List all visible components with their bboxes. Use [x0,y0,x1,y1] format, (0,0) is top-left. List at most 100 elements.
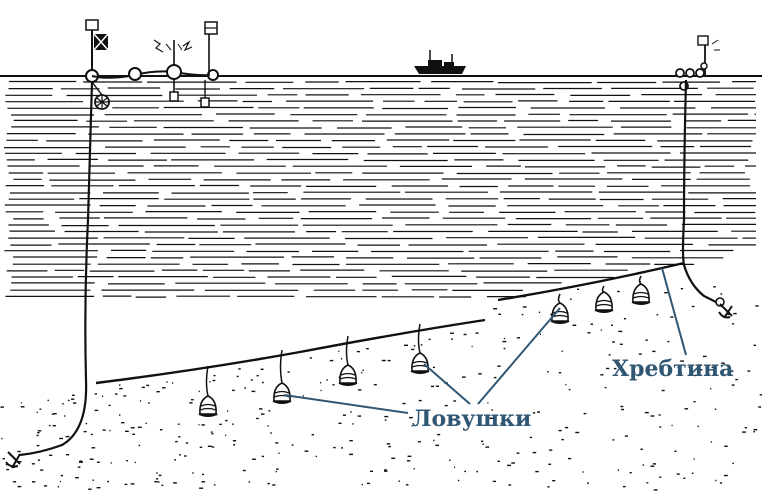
seabed-speckle [500,422,505,425]
seabed-speckle [449,459,451,461]
seabed-speckle [212,379,216,382]
seabed-speckle [694,374,697,377]
seabed-speckle [572,324,577,326]
seabed-speckle [388,445,391,448]
seabed-speckle [48,424,51,427]
seabed-speckle [349,440,353,442]
seabed-speckle [437,433,441,436]
seabed-speckle [92,479,94,481]
seabed-speckle [391,457,396,459]
seabed-speckle [20,406,25,408]
seabed-speckle [17,450,21,453]
seabed-speckle [688,366,690,368]
seabed-speckle [406,460,411,462]
seabed-speckle [73,402,77,404]
trap-dropper-line [557,293,561,304]
seabed-speckle [53,413,57,415]
seabed-speckle [683,477,686,479]
seabed-speckle [582,471,584,473]
seabed-speckle [134,461,136,464]
seabed-speckle [191,399,194,401]
seabed-speckle [18,461,22,463]
seabed-speckle [366,482,371,485]
trap-dropper-line [205,365,209,397]
seabed-speckle [733,312,737,315]
seabed-speckle [57,486,60,488]
seabed-speckle [40,469,44,471]
seabed-speckle [384,419,387,421]
seabed-speckle [509,419,511,421]
seabed-speckle [52,425,56,427]
seabed-speckle [366,348,369,350]
seabed-speckle [233,444,236,446]
seabed-speckle [67,399,70,402]
seabed-speckle [102,429,106,431]
seabed-speckle [670,316,674,318]
seabed-speckle [720,293,723,295]
seabed-speckle [386,443,391,445]
seabed-speckle [644,411,649,414]
trap-dropper-line [601,285,605,293]
seabed-speckle [680,360,684,362]
seabed-speckle [232,440,237,442]
seabed-speckle [60,474,63,477]
seabed-speckle [661,389,665,392]
seabed-speckle [493,308,498,310]
seabed-speckle [462,376,466,378]
seabed-speckle [755,305,759,307]
seabed-speckle [156,391,160,393]
seabed-speckle [721,362,725,364]
seabed-speckle [227,410,229,412]
seabed-speckle [51,413,55,415]
seabed-speckle [65,435,70,438]
seabed-speckle [199,446,203,448]
seabed-speckle [457,479,460,482]
seabed-speckle [267,425,269,427]
seabed-speckle [491,409,493,411]
traps-label: Ловушки [412,406,532,432]
seabed-speckle [620,405,624,408]
seabed-speckle [250,379,253,381]
seabed-speckle [497,365,501,367]
seabed-speckle [561,438,564,441]
seabed-speckle [450,332,454,334]
seabed-speckle [645,339,648,341]
seabed-speckle [618,330,623,333]
seabed-speckle [674,450,677,452]
seabed-speckle [31,463,35,465]
trap-pointer [283,394,409,414]
seabed-speckle [650,415,655,417]
seabed-speckle [587,332,591,334]
seabed-speckle [91,447,96,449]
seabed-speckle [568,388,571,391]
traps-group [198,275,651,417]
seabed-speckle [529,436,532,439]
seabed-speckle [211,446,215,448]
seabed-speckle [430,385,435,388]
seabed-speckle [568,457,572,460]
seabed-speckle [75,477,79,479]
seabed-speckle [251,390,256,393]
seabed-speckle [653,367,655,370]
seabed-speckle [604,386,607,389]
seabed-speckle [590,323,594,325]
trap-icon [338,364,358,386]
seabed-speckle [219,423,222,426]
seabed-speckle [156,478,159,480]
seabed-speckle [404,344,408,346]
seabed-speckle [47,399,49,402]
seabed-speckle [418,441,421,443]
seabed-speckle [320,389,322,392]
seabed-speckle [145,422,147,425]
seabed-speckle [498,313,501,315]
seabed-speckle [17,485,22,488]
seabed-speckle [697,425,699,428]
seabed-speckle [340,358,343,360]
seabed-speckle [207,445,212,447]
seabed-speckle [137,426,142,428]
seabed-speckle [302,395,304,397]
seabed-speckle [435,444,439,447]
seabed-speckle [727,313,730,315]
seabed-speckle [329,359,334,362]
seabed-speckle [652,350,656,353]
